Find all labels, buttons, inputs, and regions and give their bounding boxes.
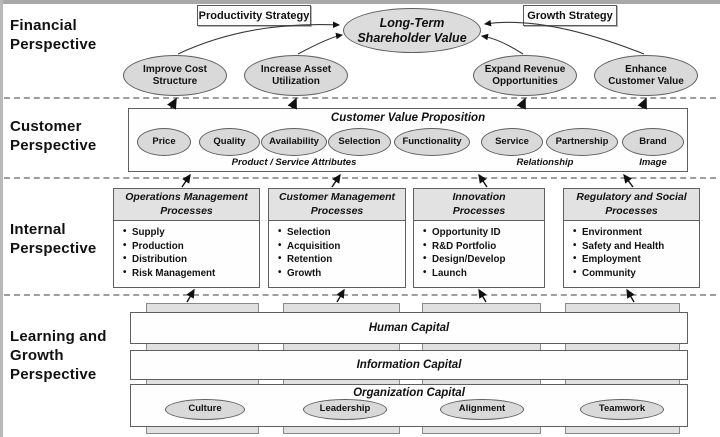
process-title: Customer Management Processes bbox=[269, 189, 405, 221]
increase-asset-utilization-ellipse: Increase Asset Utilization bbox=[244, 55, 348, 96]
process-item: Supply bbox=[122, 225, 255, 240]
process-item: Safety and Health bbox=[572, 239, 695, 254]
image-label: Image bbox=[639, 157, 667, 168]
process-item: Retention bbox=[277, 252, 401, 267]
productivity-strategy-box: Productivity Strategy bbox=[197, 5, 311, 26]
process-item: Launch bbox=[422, 266, 540, 281]
human-capital-title: Human Capital bbox=[368, 322, 450, 334]
growth-strategy-box: Growth Strategy bbox=[523, 5, 617, 26]
scan-edge-top bbox=[0, 0, 720, 4]
long-term-shareholder-value-ellipse: Long-Term Shareholder Value bbox=[343, 8, 481, 53]
financial-perspective-label: Financial Perspective bbox=[10, 17, 97, 53]
innovation-processes-box: Innovation Processes Opportunity ID R&D … bbox=[413, 188, 545, 288]
regulatory-social-processes-box: Regulatory and Social Processes Environm… bbox=[563, 188, 700, 288]
process-item: Environment bbox=[572, 225, 695, 240]
organization-capital-title: Organization Capital bbox=[353, 387, 465, 399]
relationship-label: Relationship bbox=[516, 157, 574, 168]
separator-financial-customer bbox=[4, 97, 716, 99]
operations-management-processes-box: Operations Management Processes Supply P… bbox=[113, 188, 260, 288]
teamwork-ellipse: Teamwork bbox=[580, 399, 664, 420]
information-capital-bar: Information Capital bbox=[130, 350, 688, 380]
partnership-ellipse: Partnership bbox=[546, 128, 618, 156]
scan-edge-left bbox=[0, 0, 3, 437]
price-ellipse: Price bbox=[137, 128, 191, 156]
brand-ellipse: Brand bbox=[622, 128, 684, 156]
information-capital-title: Information Capital bbox=[356, 359, 462, 371]
process-item: Growth bbox=[277, 266, 401, 281]
process-title: Innovation Processes bbox=[414, 189, 544, 221]
culture-ellipse: Culture bbox=[165, 399, 245, 420]
process-item: Employment bbox=[572, 252, 695, 267]
product-service-attributes-label: Product / Service Attributes bbox=[231, 157, 357, 168]
alignment-ellipse: Alignment bbox=[440, 399, 524, 420]
internal-perspective-label: Internal Perspective bbox=[10, 221, 97, 257]
availability-ellipse: Availability bbox=[261, 128, 327, 156]
expand-revenue-opportunities-ellipse: Expand Revenue Opportunities bbox=[473, 55, 577, 96]
process-item: Acquisition bbox=[277, 239, 401, 254]
enhance-customer-value-ellipse: Enhance Customer Value bbox=[594, 55, 698, 96]
selection-ellipse: Selection bbox=[328, 128, 391, 156]
customer-value-proposition-title: Customer Value Proposition bbox=[330, 112, 486, 124]
service-ellipse: Service bbox=[481, 128, 543, 156]
quality-ellipse: Quality bbox=[199, 128, 260, 156]
human-capital-bar: Human Capital bbox=[130, 312, 688, 344]
leadership-ellipse: Leadership bbox=[303, 399, 387, 420]
process-title: Operations Management Processes bbox=[114, 189, 259, 221]
separator-internal-learning bbox=[4, 294, 716, 296]
separator-customer-internal bbox=[4, 177, 716, 179]
process-item: Opportunity ID bbox=[422, 225, 540, 240]
process-item: Distribution bbox=[122, 252, 255, 267]
process-item: Production bbox=[122, 239, 255, 254]
process-item: Risk Management bbox=[122, 266, 255, 281]
process-item: R&D Portfolio bbox=[422, 239, 540, 254]
customer-perspective-label: Customer Perspective bbox=[10, 118, 97, 154]
learning-growth-perspective-label: Learning and Growth Perspective bbox=[10, 328, 107, 383]
process-item: Community bbox=[572, 266, 695, 281]
process-item: Design/Develop bbox=[422, 252, 540, 267]
customer-management-processes-box: Customer Management Processes Selection … bbox=[268, 188, 406, 288]
improve-cost-structure-ellipse: Improve Cost Structure bbox=[123, 55, 227, 96]
process-title: Regulatory and Social Processes bbox=[564, 189, 699, 221]
functionality-ellipse: Functionality bbox=[394, 128, 470, 156]
process-item: Selection bbox=[277, 225, 401, 240]
